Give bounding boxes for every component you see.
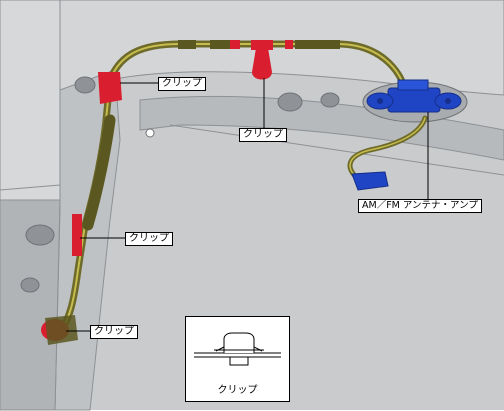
callout-clip-top-center: クリップ xyxy=(239,128,287,142)
bolt xyxy=(145,128,155,138)
tape-4 xyxy=(230,40,240,49)
panel-edge-1 xyxy=(169,124,504,176)
callout-clip-top-left: クリップ xyxy=(158,77,206,91)
roof-hole-2 xyxy=(320,92,340,108)
callout-clip-bottom-left: クリップ xyxy=(90,325,138,339)
harness-branch-highlight xyxy=(349,117,426,177)
clip-top-center xyxy=(251,40,273,80)
tape-2 xyxy=(295,40,340,49)
clip-top-left xyxy=(98,72,122,104)
callout-clip-middle-left: クリップ xyxy=(125,232,173,246)
pillar-hole-2 xyxy=(20,277,40,293)
amp-connector xyxy=(351,171,389,191)
roof-flange xyxy=(139,95,504,161)
clip-bottom-left xyxy=(41,315,78,345)
clip-detail-inset: クリップ xyxy=(185,316,290,402)
callout-amplifier: AM／FM アンテナ・アンプ xyxy=(358,199,482,213)
clip-middle-left xyxy=(72,214,82,256)
panel-edge-2 xyxy=(0,184,61,191)
harness-corrugated xyxy=(82,114,116,231)
tape-3 xyxy=(210,40,240,49)
inset-caption: クリップ xyxy=(217,385,258,396)
tape-1 xyxy=(178,40,196,49)
amp-unit xyxy=(366,79,462,113)
roof-hole-1 xyxy=(277,92,303,112)
pillar-hole-1 xyxy=(25,224,55,246)
tape-5 xyxy=(285,40,293,49)
pillar-hole-3 xyxy=(74,76,96,94)
clip-detail-drawing xyxy=(194,332,281,366)
lower-panel xyxy=(0,199,61,411)
